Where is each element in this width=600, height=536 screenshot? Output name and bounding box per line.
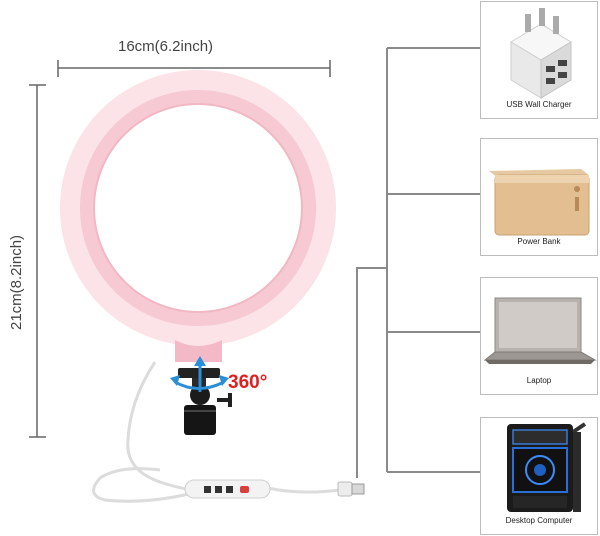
rotation-arrow-icon xyxy=(174,362,225,392)
usb-wall-charger-icon xyxy=(510,8,572,99)
power-bank-card: Power Bank xyxy=(480,138,598,256)
usb-wall-charger-card: USB Wall Charger xyxy=(480,1,598,119)
laptop-label: Laptop xyxy=(526,376,552,385)
usb-cable xyxy=(92,361,341,503)
width-label: 16cm(6.2inch) xyxy=(118,38,214,55)
laptop-icon xyxy=(483,297,597,364)
usb-plug-icon xyxy=(337,481,365,497)
laptop-card: Laptop xyxy=(480,277,598,395)
inline-switch xyxy=(184,479,271,499)
desktop-computer-icon xyxy=(507,422,587,512)
height-label: 21cm(8.2inch) xyxy=(8,234,25,330)
desktop-computer-label: Desktop Computer xyxy=(505,516,573,525)
power-bank-icon xyxy=(489,169,590,236)
usb-wall-charger-label: USB Wall Charger xyxy=(506,100,572,109)
ring-light xyxy=(60,70,336,362)
desktop-computer-card: Desktop Computer xyxy=(480,417,598,535)
power-bank-label: Power Bank xyxy=(517,237,561,246)
rotation-label: 360° xyxy=(228,372,268,393)
